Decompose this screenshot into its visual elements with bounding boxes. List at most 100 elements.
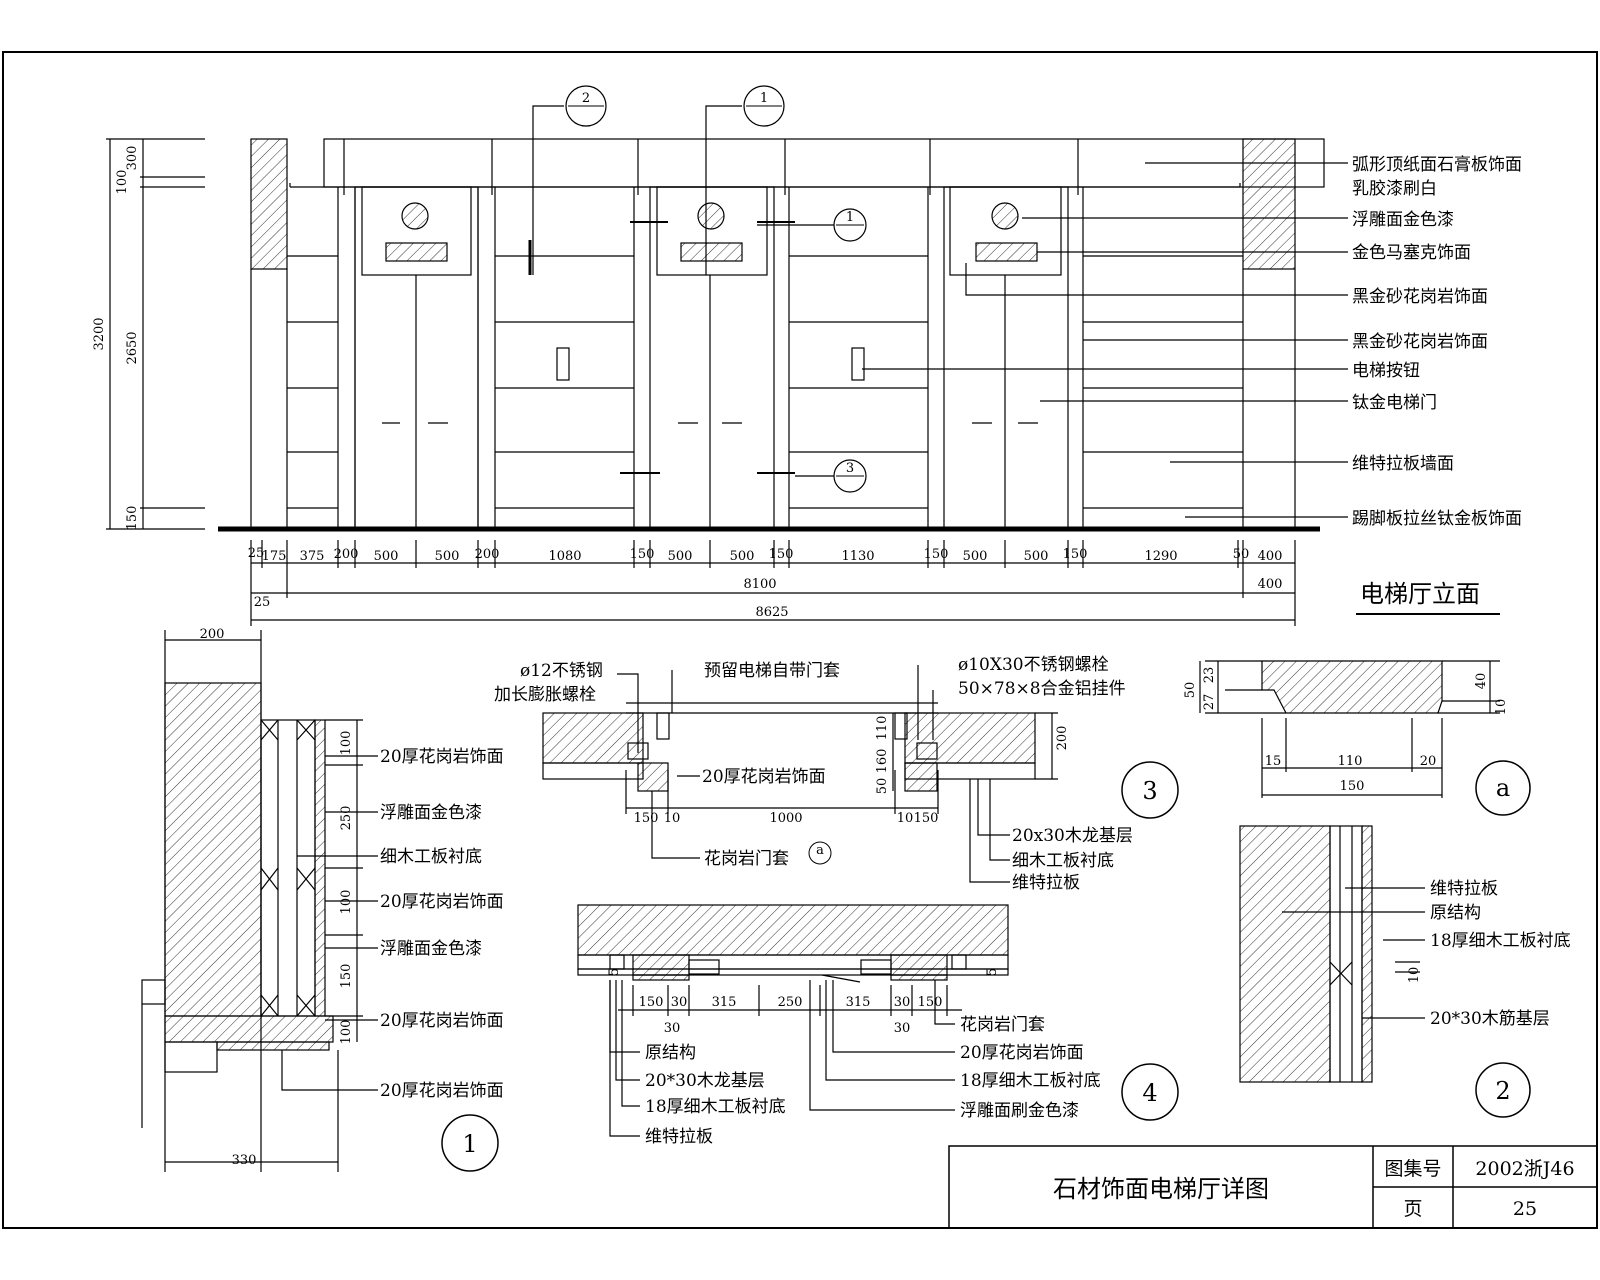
svg-text:10: 10 <box>1494 699 1509 716</box>
elevation-labels: 弧形顶纸面石膏板饰面 乳胶漆刷白 浮雕面金色漆 金色马塞克饰面 黑金砂花岗岩饰面… <box>1352 154 1522 608</box>
svg-text:2: 2 <box>582 91 590 106</box>
callout-1-mid: 1 <box>833 208 867 242</box>
svg-text:20x30木龙基层: 20x30木龙基层 <box>1012 826 1133 846</box>
detail-a <box>1199 660 1500 798</box>
svg-text:500: 500 <box>435 549 460 564</box>
svg-text:8625: 8625 <box>755 605 788 620</box>
svg-text:500: 500 <box>1024 549 1049 564</box>
svg-text:4: 4 <box>1142 1079 1157 1107</box>
svg-text:30: 30 <box>671 995 688 1010</box>
callout-3-mid: 3 <box>833 459 867 493</box>
svg-text:a: a <box>816 843 824 858</box>
svg-text:150: 150 <box>125 506 140 531</box>
wall-panel-middle-1 <box>494 187 635 529</box>
svg-text:20*30木筋基层: 20*30木筋基层 <box>1430 1009 1550 1029</box>
svg-text:315: 315 <box>712 995 737 1010</box>
svg-text:浮雕面金色漆: 浮雕面金色漆 <box>380 939 482 959</box>
svg-text:8100: 8100 <box>743 577 776 592</box>
svg-text:30: 30 <box>664 1021 681 1036</box>
svg-text:浮雕面金色漆: 浮雕面金色漆 <box>380 803 482 823</box>
svg-text:10: 10 <box>1407 967 1422 984</box>
svg-text:150: 150 <box>918 995 943 1010</box>
svg-text:100: 100 <box>115 170 130 195</box>
svg-text:1: 1 <box>462 1130 477 1158</box>
label: 浮雕面金色漆 <box>1352 210 1454 230</box>
detail-a-number: a <box>1475 760 1531 816</box>
svg-text:25: 25 <box>248 546 265 561</box>
elevation-leaders <box>862 162 1348 518</box>
svg-text:2002浙J46: 2002浙J46 <box>1475 1158 1574 1180</box>
svg-text:150: 150 <box>1340 779 1365 794</box>
right-column <box>1242 138 1296 270</box>
detail-3-text: ø12不锈钢 加长膨胀螺栓 预留电梯自带门套 ø10X30不锈钢螺栓 50×78… <box>494 655 1133 893</box>
svg-text:375: 375 <box>300 549 325 564</box>
wall-panel-middle-2 <box>788 187 929 529</box>
label: 电梯按钮 <box>1352 361 1420 381</box>
svg-text:150: 150 <box>339 964 354 989</box>
label: 乳胶漆刷白 <box>1352 179 1437 199</box>
svg-text:20厚花岗岩饰面: 20厚花岗岩饰面 <box>380 1011 504 1031</box>
svg-text:150: 150 <box>634 811 659 826</box>
detail-1-number: 1 <box>441 1114 499 1172</box>
svg-text:150: 150 <box>1063 547 1088 562</box>
detail-2-text: 维特拉板 原结构 18厚细木工板衬底 20*30木筋基层 10 <box>1407 879 1571 1029</box>
label: 黑金砂花岗岩饰面 <box>1352 287 1488 307</box>
callout-1-top: 1 <box>743 85 785 127</box>
svg-text:18厚细木工板衬底: 18厚细木工板衬底 <box>960 1071 1101 1091</box>
svg-text:150: 150 <box>914 811 939 826</box>
label: 踢脚板拉丝钛金板饰面 <box>1352 509 1522 529</box>
ceiling-ticks <box>343 139 1079 195</box>
svg-text:1290: 1290 <box>1144 549 1177 564</box>
svg-text:1000: 1000 <box>769 811 802 826</box>
svg-text:花岗岩门套: 花岗岩门套 <box>960 1015 1045 1035</box>
svg-text:150: 150 <box>924 547 949 562</box>
detail-1 <box>141 630 378 1172</box>
detail-1-text: 200 100 250 100 150 100 330 20厚花岗岩饰面 浮雕面… <box>200 627 504 1168</box>
svg-text:30: 30 <box>894 1021 911 1036</box>
svg-text:175: 175 <box>262 549 287 564</box>
detail-2 <box>1239 825 1425 1083</box>
svg-text:150: 150 <box>639 995 664 1010</box>
svg-text:110: 110 <box>1338 754 1363 769</box>
svg-text:300: 300 <box>125 146 140 171</box>
svg-text:10: 10 <box>664 811 681 826</box>
svg-text:18厚细木工板衬底: 18厚细木工板衬底 <box>1430 931 1571 951</box>
elevator-1 <box>354 186 479 530</box>
svg-text:250: 250 <box>778 995 803 1010</box>
callout-2-top: 2 <box>565 85 607 127</box>
svg-text:50: 50 <box>875 778 890 795</box>
svg-text:预留电梯自带门套: 预留电梯自带门套 <box>704 661 840 681</box>
detail-3-number: 3 <box>1121 761 1179 819</box>
svg-text:5: 5 <box>607 968 622 976</box>
sheet-title: 石材饰面电梯厅详图 <box>1053 1175 1269 1203</box>
svg-text:维特拉板: 维特拉板 <box>645 1127 713 1147</box>
svg-text:23: 23 <box>1202 667 1217 684</box>
svg-text:27: 27 <box>1202 694 1217 711</box>
svg-text:100: 100 <box>339 731 354 756</box>
label: 黑金砂花岗岩饰面 <box>1352 332 1488 352</box>
elevation-vdim-text: 300 100 2650 150 3200 <box>92 146 140 531</box>
elevation-vdims <box>106 138 205 530</box>
svg-text:200: 200 <box>200 627 225 642</box>
svg-text:2650: 2650 <box>125 331 140 364</box>
svg-text:400: 400 <box>1258 549 1283 564</box>
title-block-text: 石材饰面电梯厅详图 图集号 2002浙J46 页 25 <box>1053 1158 1575 1220</box>
svg-text:100: 100 <box>339 1020 354 1045</box>
elevator-3 <box>943 186 1069 530</box>
svg-text:5: 5 <box>985 968 1000 976</box>
svg-text:330: 330 <box>232 1153 257 1168</box>
svg-text:20: 20 <box>1420 754 1437 769</box>
svg-text:315: 315 <box>846 995 871 1010</box>
svg-text:18厚细木工板衬底: 18厚细木工板衬底 <box>645 1097 786 1117</box>
elevator-2 <box>649 186 775 530</box>
svg-text:ø10X30不锈钢螺栓: ø10X30不锈钢螺栓 <box>958 655 1109 675</box>
label: 弧形顶纸面石膏板饰面 <box>1352 154 1522 175</box>
elevation-hdim-row2: 25 8100 400 <box>254 577 1283 610</box>
svg-text:25: 25 <box>1513 1198 1537 1220</box>
svg-text:原结构: 原结构 <box>1430 903 1481 923</box>
svg-text:10: 10 <box>897 811 914 826</box>
svg-text:原结构: 原结构 <box>645 1043 696 1063</box>
sheet-border <box>2 51 1598 1229</box>
svg-text:花岗岩门套: 花岗岩门套 <box>704 849 789 869</box>
